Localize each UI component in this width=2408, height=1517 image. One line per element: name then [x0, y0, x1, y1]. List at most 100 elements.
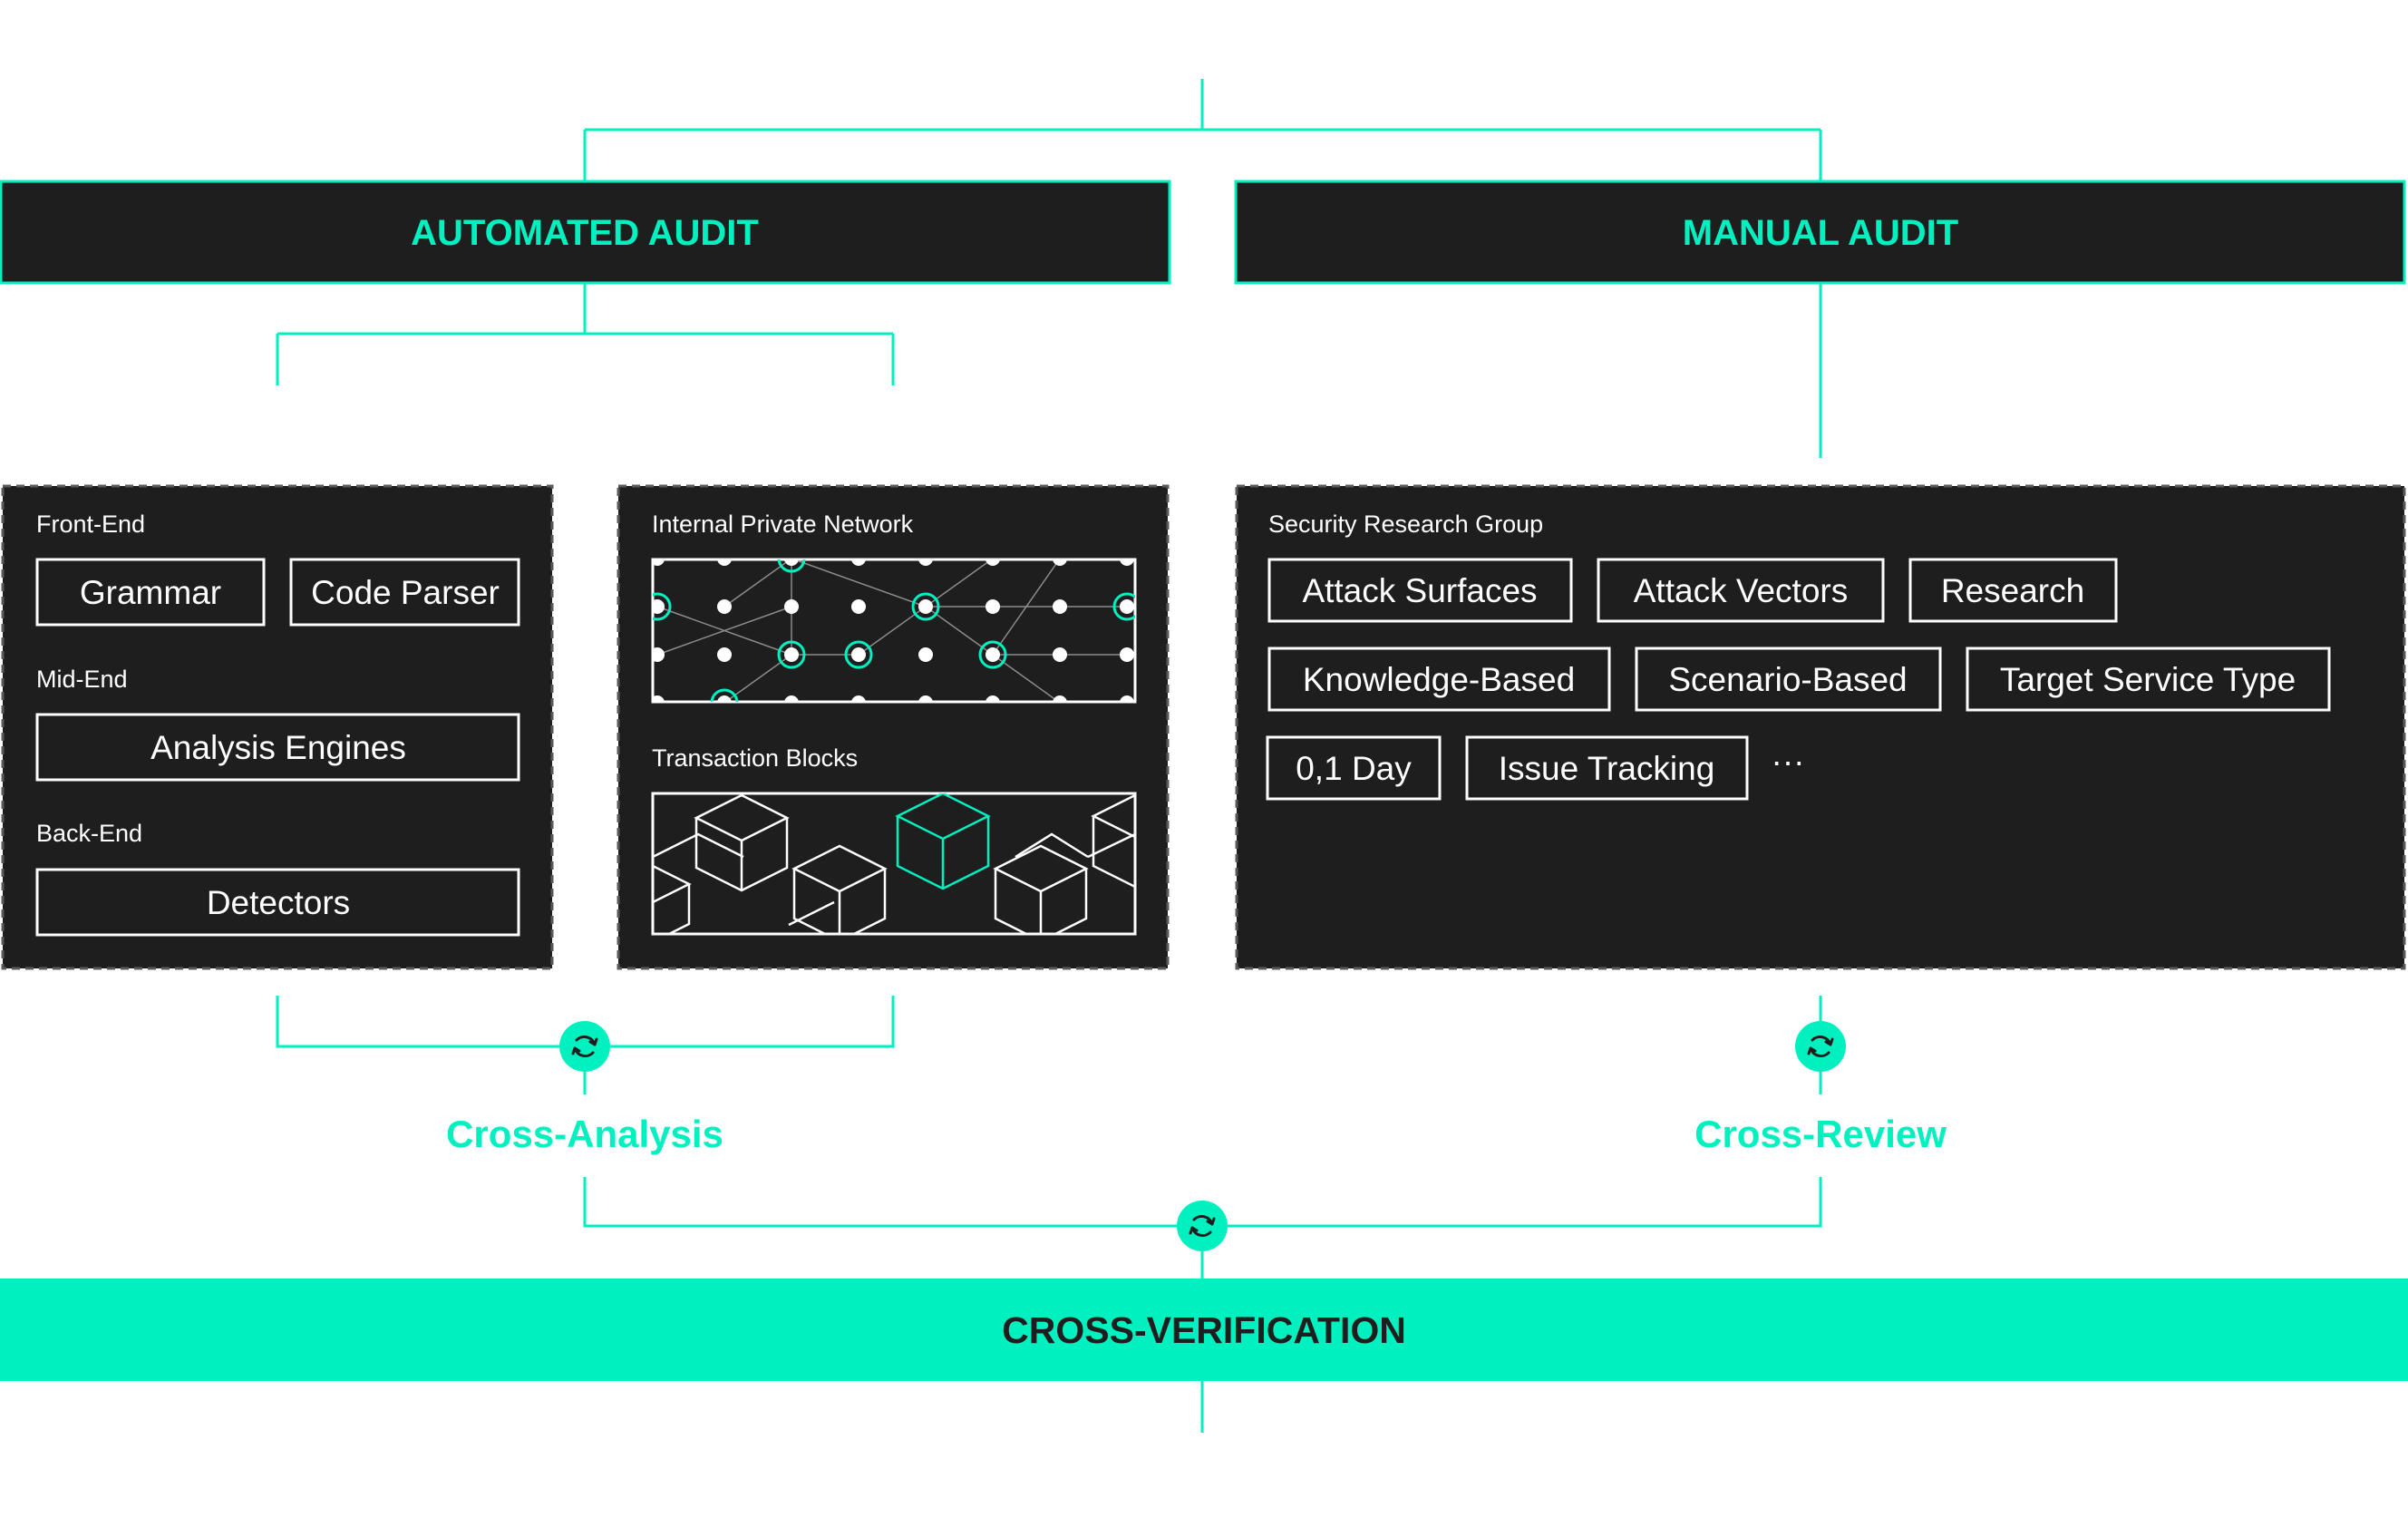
network-node — [851, 559, 866, 566]
cross-review-node — [1795, 1021, 1846, 1072]
internal-private-network-label: Internal Private Network — [652, 511, 914, 538]
network-node — [1053, 559, 1067, 566]
cross-verification-title: CROSS-VERIFICATION — [1002, 1309, 1406, 1351]
network-node — [717, 599, 732, 614]
block-side-faces — [666, 884, 691, 934]
network-node — [653, 695, 665, 702]
grammar-chip-label: Grammar — [80, 574, 221, 611]
knowledge-based-chip: Knowledge-Based — [1267, 647, 1611, 712]
network-node-ring — [978, 640, 1007, 669]
network-node-ring — [777, 640, 806, 669]
block-side-faces — [792, 869, 887, 934]
detectors-chip-label: Detectors — [207, 884, 350, 921]
network-link — [791, 559, 927, 608]
network-node — [1120, 647, 1134, 662]
research-chip: Research — [1908, 558, 2118, 623]
network-node — [653, 647, 665, 662]
network-node — [653, 559, 665, 566]
network-blocks-panel: Internal Private Network Transaction Blo… — [617, 484, 1170, 970]
grammar-chip: Grammar — [35, 558, 266, 627]
network-node — [1120, 559, 1134, 566]
network-node — [717, 695, 732, 702]
network-node — [918, 647, 933, 662]
block-top-face — [653, 864, 692, 904]
manual-audit-title: MANUAL AUDIT — [1683, 213, 1958, 253]
network-node — [1053, 647, 1067, 662]
code-parser-chip: Code Parser — [289, 558, 520, 627]
block-side-faces — [994, 869, 1088, 934]
network-node — [986, 695, 1000, 702]
network-node-ring — [844, 640, 873, 669]
front-end-label: Front-End — [36, 511, 145, 538]
analysis-engines-chip: Analysis Engines — [35, 713, 520, 782]
network-node-ring — [911, 592, 940, 621]
target-service-type-chip-label: Target Service Type — [2000, 661, 2296, 698]
network-node — [1053, 695, 1067, 702]
knowledge-based-chip-label: Knowledge-Based — [1303, 661, 1575, 698]
network-node — [918, 695, 933, 702]
attack-vectors-chip: Attack Vectors — [1597, 558, 1885, 623]
research-chip-label: Research — [1941, 572, 2084, 609]
block-cube — [653, 864, 692, 934]
network-node-ring — [653, 592, 672, 621]
automated-audit-title: AUTOMATED AUDIT — [411, 213, 759, 253]
network-node — [918, 559, 933, 566]
network-node — [851, 695, 866, 702]
cross-review-label: Cross-Review — [1694, 1113, 1947, 1155]
network-graphic-frame — [651, 558, 1137, 704]
cross-analysis-label: Cross-Analysis — [446, 1113, 723, 1155]
security-research-panel: Security Research Group Attack Surfaces … — [1235, 484, 2406, 970]
analysis-engines-chip-label: Analysis Engines — [150, 729, 406, 766]
cross-verification-bar: CROSS-VERIFICATION — [0, 1279, 2408, 1381]
network-node-ring — [710, 688, 739, 702]
zero-one-day-chip: 0,1 Day — [1266, 735, 1442, 801]
network-node — [851, 599, 866, 614]
network-node — [784, 647, 799, 662]
network-node — [717, 647, 732, 662]
network-node — [986, 647, 1000, 662]
block-top-face — [1091, 793, 1135, 839]
network-node — [784, 559, 799, 566]
network-node — [784, 695, 799, 702]
network-graphic — [653, 559, 1135, 702]
scenario-based-chip-label: Scenario-Based — [1668, 661, 1907, 698]
block-cube — [791, 844, 888, 934]
target-service-type-chip: Target Service Type — [1966, 647, 2331, 712]
scenario-based-chip: Scenario-Based — [1635, 647, 1942, 712]
automated-audit-header: AUTOMATED AUDIT — [0, 180, 1171, 285]
cross-verification-node — [1177, 1201, 1228, 1251]
network-node — [1053, 599, 1067, 614]
more-items-ellipsis: ··· — [1772, 743, 1805, 780]
blocks-graphic-frame — [651, 792, 1137, 936]
compiler-pipeline-panel: Front-End Grammar Code Parser Mid-End An… — [1, 484, 554, 970]
network-node — [653, 599, 665, 614]
network-node — [1120, 695, 1134, 702]
block-side-faces — [1092, 816, 1135, 889]
network-node — [717, 559, 732, 566]
detectors-chip: Detectors — [35, 868, 520, 937]
block-cube-highlighted — [895, 793, 991, 890]
network-link — [656, 606, 792, 656]
mid-end-label: Mid-End — [36, 666, 128, 693]
block-cube — [993, 844, 1089, 934]
attack-surfaces-chip: Attack Surfaces — [1267, 558, 1573, 623]
network-node — [986, 599, 1000, 614]
security-research-group-label: Security Research Group — [1268, 511, 1543, 538]
zero-one-day-chip-label: 0,1 Day — [1296, 750, 1412, 787]
back-end-label: Back-End — [36, 820, 142, 847]
block-cube — [1091, 793, 1135, 889]
issue-tracking-chip: Issue Tracking — [1465, 735, 1749, 801]
network-node-ring — [777, 559, 806, 573]
network-node — [851, 647, 866, 662]
cross-analysis-node — [559, 1021, 610, 1072]
block-links — [653, 832, 1135, 927]
network-node — [918, 599, 933, 614]
network-node — [1120, 599, 1134, 614]
transaction-blocks-label: Transaction Blocks — [652, 744, 858, 772]
manual-audit-header: MANUAL AUDIT — [1234, 180, 2406, 285]
issue-tracking-chip-label: Issue Tracking — [1499, 750, 1715, 787]
attack-surfaces-chip-label: Attack Surfaces — [1302, 572, 1537, 609]
network-node-ring — [1112, 592, 1135, 621]
network-node — [784, 599, 799, 614]
